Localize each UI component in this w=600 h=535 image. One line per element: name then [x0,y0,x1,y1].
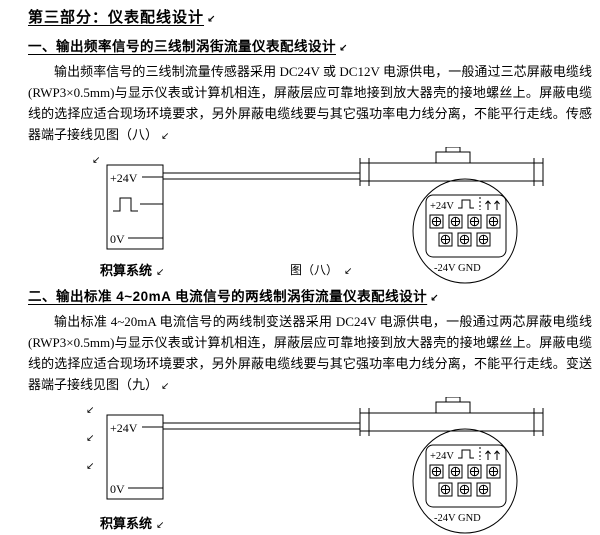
terminal-screw-icon [486,464,501,479]
terminal-screw-icon [438,232,453,247]
section-2-body: 输出标准 4~20mA 电流信号的两线制变送器采用 DC24V 电源供电，一般通… [28,311,592,397]
figure-9-wiring-diagram: ↙ ↙ ↙ +24V 0V +24V [86,397,544,534]
terminal-screw-icon [429,214,444,229]
integrator-box: +24V 0V [106,164,164,250]
doc-title-text: 第三部分：仪表配线设计 [28,9,205,26]
pulse-symbol-icon [458,199,474,209]
section-2-heading-text: 二、输出标准 4~20mA 电流信号的两线制涡街流量仪表配线设计 [28,289,428,304]
paragraph-mark-icon: ↙ [92,155,100,166]
box-plus24v-label: +24V [110,421,138,435]
up-arrow-icon [494,450,500,460]
terminal-screw-icon [438,482,453,497]
terminal-screw-icon [467,214,482,229]
section-1-body-text: 输出频率信号的三线制流量传感器采用 DC24V 或 DC12V 电源供电，一般通… [28,64,592,142]
paragraph-mark-icon: ↙ [207,14,217,25]
section-1-body: 输出频率信号的三线制流量传感器采用 DC24V 或 DC12V 电源供电，一般通… [28,61,592,147]
terminal-screw-icon [486,214,501,229]
up-arrow-icon [485,200,491,210]
paragraph-mark-icon: ↙ [156,520,164,531]
up-arrow-icon [494,200,500,210]
terminal-minus24v-gnd-label: -24V GND [434,263,481,274]
terminal-screw-icon [476,482,491,497]
terminal-minus24v-gnd-label: -24V GND [434,513,481,524]
terminal-screw-icon [448,214,463,229]
box-0v-label: 0V [110,232,125,246]
flowmeter-pipe [359,397,544,436]
terminal-detail-circle: +24V -24V GND [412,178,518,284]
section-2-heading: 二、输出标准 4~20mA 电流信号的两线制涡街流量仪表配线设计↙ [28,285,592,305]
paragraph-mark-icon: ↙ [161,131,170,142]
up-arrow-icon [485,450,491,460]
paragraph-mark-icon: ↙ [339,43,348,54]
integrator-box: +24V 0V [106,414,164,500]
section-1-heading-text: 一、输出频率信号的三线制涡街流量仪表配线设计 [28,39,336,54]
terminal-screw-icon [467,464,482,479]
paragraph-mark-icon: ↙ [344,266,352,277]
terminal-screw-icon [476,232,491,247]
pulse-symbol-icon [458,449,474,459]
paragraph-mark-icon: ↙ [86,461,94,472]
terminal-detail-circle: +24V -24V GND [412,428,518,534]
flowmeter-pipe [359,147,544,186]
terminal-plus24v-label: +24V [430,451,454,462]
terminal-screw-icon [448,464,463,479]
figure-8-caption: 图（八） [290,263,338,277]
system-label: 积算系统 [100,263,152,278]
system-label: 积算系统 [100,516,152,531]
terminal-screw-icon [457,232,472,247]
paragraph-mark-icon: ↙ [86,405,94,416]
section-1-heading: 一、输出频率信号的三线制涡街流量仪表配线设计↙ [28,35,592,55]
signal-wires [163,422,360,430]
box-0v-label: 0V [110,482,125,496]
paragraph-mark-icon: ↙ [86,433,94,444]
paragraph-mark-icon: ↙ [156,267,164,278]
terminal-screw-icon [457,482,472,497]
terminal-screw-icon [429,464,444,479]
terminal-plus24v-label: +24V [430,201,454,212]
section-2-body-text: 输出标准 4~20mA 电流信号的两线制变送器采用 DC24V 电源供电，一般通… [28,314,592,392]
box-plus24v-label: +24V [110,171,138,185]
paragraph-mark-icon: ↙ [161,381,170,392]
paragraph-mark-icon: ↙ [430,293,440,304]
figure-8-wiring-diagram: ↙ +24V 0V +24V [92,147,544,284]
pulse-symbol-icon [113,197,138,212]
doc-title: 第三部分：仪表配线设计↙ [28,6,592,27]
signal-wires [163,172,360,180]
